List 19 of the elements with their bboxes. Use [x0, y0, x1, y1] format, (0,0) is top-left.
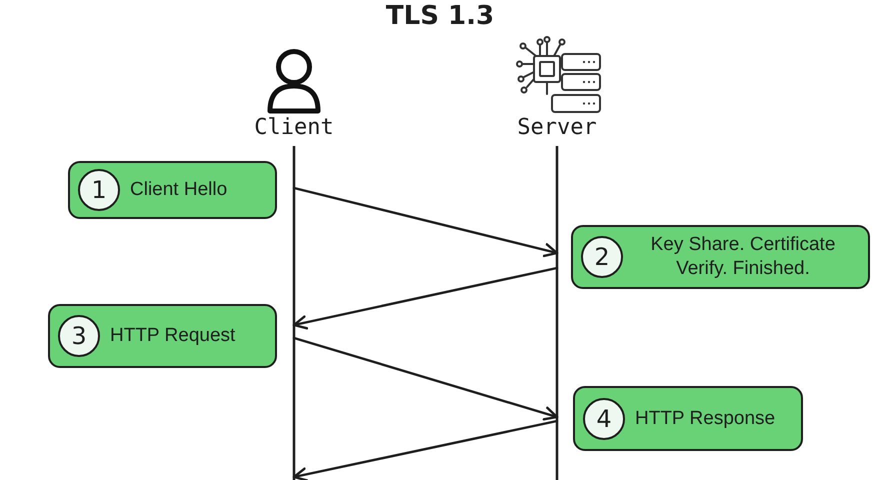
- message-arrow: [292, 336, 558, 420]
- message-note: [573, 386, 803, 451]
- message-note: [68, 161, 277, 219]
- message-label: Client Hello: [130, 178, 228, 202]
- message-note: [571, 225, 870, 289]
- message-label: HTTP Response: [635, 406, 776, 430]
- step-number: 4: [583, 398, 625, 440]
- step-number: 2: [581, 236, 623, 278]
- step-number: 1: [78, 169, 120, 211]
- message-arrow: [292, 420, 558, 480]
- participant-name: Server: [517, 114, 597, 142]
- message-label: HTTP Request: [110, 324, 236, 348]
- diagram-title: TLS 1.3: [386, 0, 494, 32]
- participant-name: Client: [254, 114, 334, 142]
- message-arrow: [292, 266, 558, 330]
- message-label: Key Share. Certificate Verify. Finished.: [650, 233, 836, 281]
- message-arrow: [292, 186, 558, 258]
- step-number: 3: [58, 315, 100, 357]
- message-note: [48, 304, 277, 368]
